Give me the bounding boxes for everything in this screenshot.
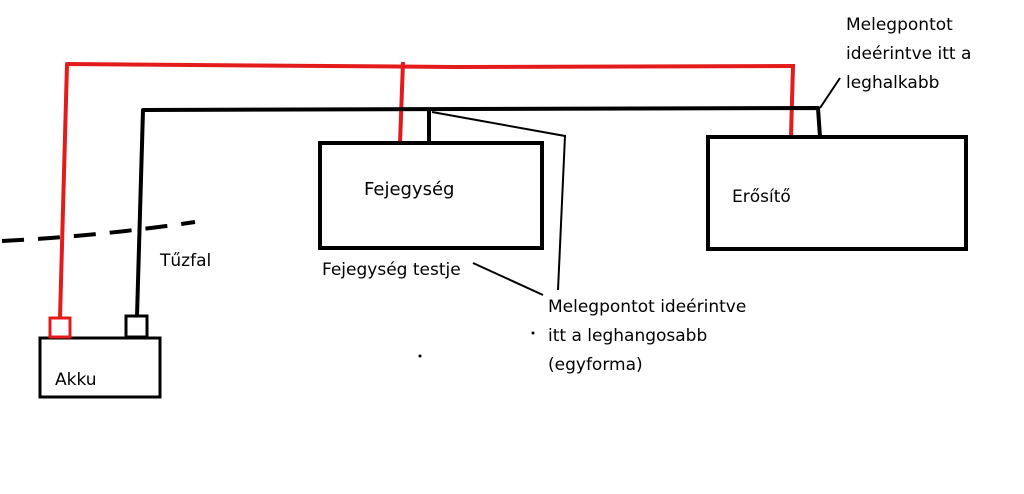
amp-note-line-2: ideérintve itt a bbox=[846, 44, 971, 64]
ground-wire bbox=[135, 106, 822, 317]
head-note-line-1: Melegpontot ideérintve bbox=[548, 297, 746, 317]
positive-wire-head-unit-drop bbox=[398, 61, 405, 144]
amplifier-label: Erősítő bbox=[732, 187, 791, 207]
battery-negative-terminal bbox=[124, 314, 149, 339]
positive-wire bbox=[58, 62, 796, 319]
amp-note-line-3: leghalkabb bbox=[846, 73, 939, 93]
head-unit-label: Fejegység bbox=[364, 179, 454, 200]
firewall-label: Tűzfal bbox=[159, 251, 211, 271]
amp-note-line-1: Melegpontot bbox=[846, 15, 953, 35]
amp-ground-pointer bbox=[819, 77, 841, 109]
head-unit-body-label: Fejegység testje bbox=[322, 260, 461, 280]
head-note-line-3: (egyforma) bbox=[548, 355, 643, 375]
battery-box bbox=[38, 336, 162, 399]
head-unit-ground-pointer bbox=[431, 111, 567, 291]
head-unit-box bbox=[318, 141, 544, 250]
battery-label: Akku bbox=[55, 370, 97, 390]
amplifier-box bbox=[706, 135, 968, 251]
stray-dot bbox=[418, 354, 422, 358]
head-note-line-2: itt a leghangosabb bbox=[548, 326, 707, 346]
firewall-line bbox=[1, 220, 196, 243]
battery-positive-terminal bbox=[48, 316, 72, 339]
stray-dot bbox=[531, 331, 535, 335]
head-unit-body-pointer bbox=[472, 262, 544, 296]
positive-wire-amp-drop bbox=[789, 65, 795, 137]
